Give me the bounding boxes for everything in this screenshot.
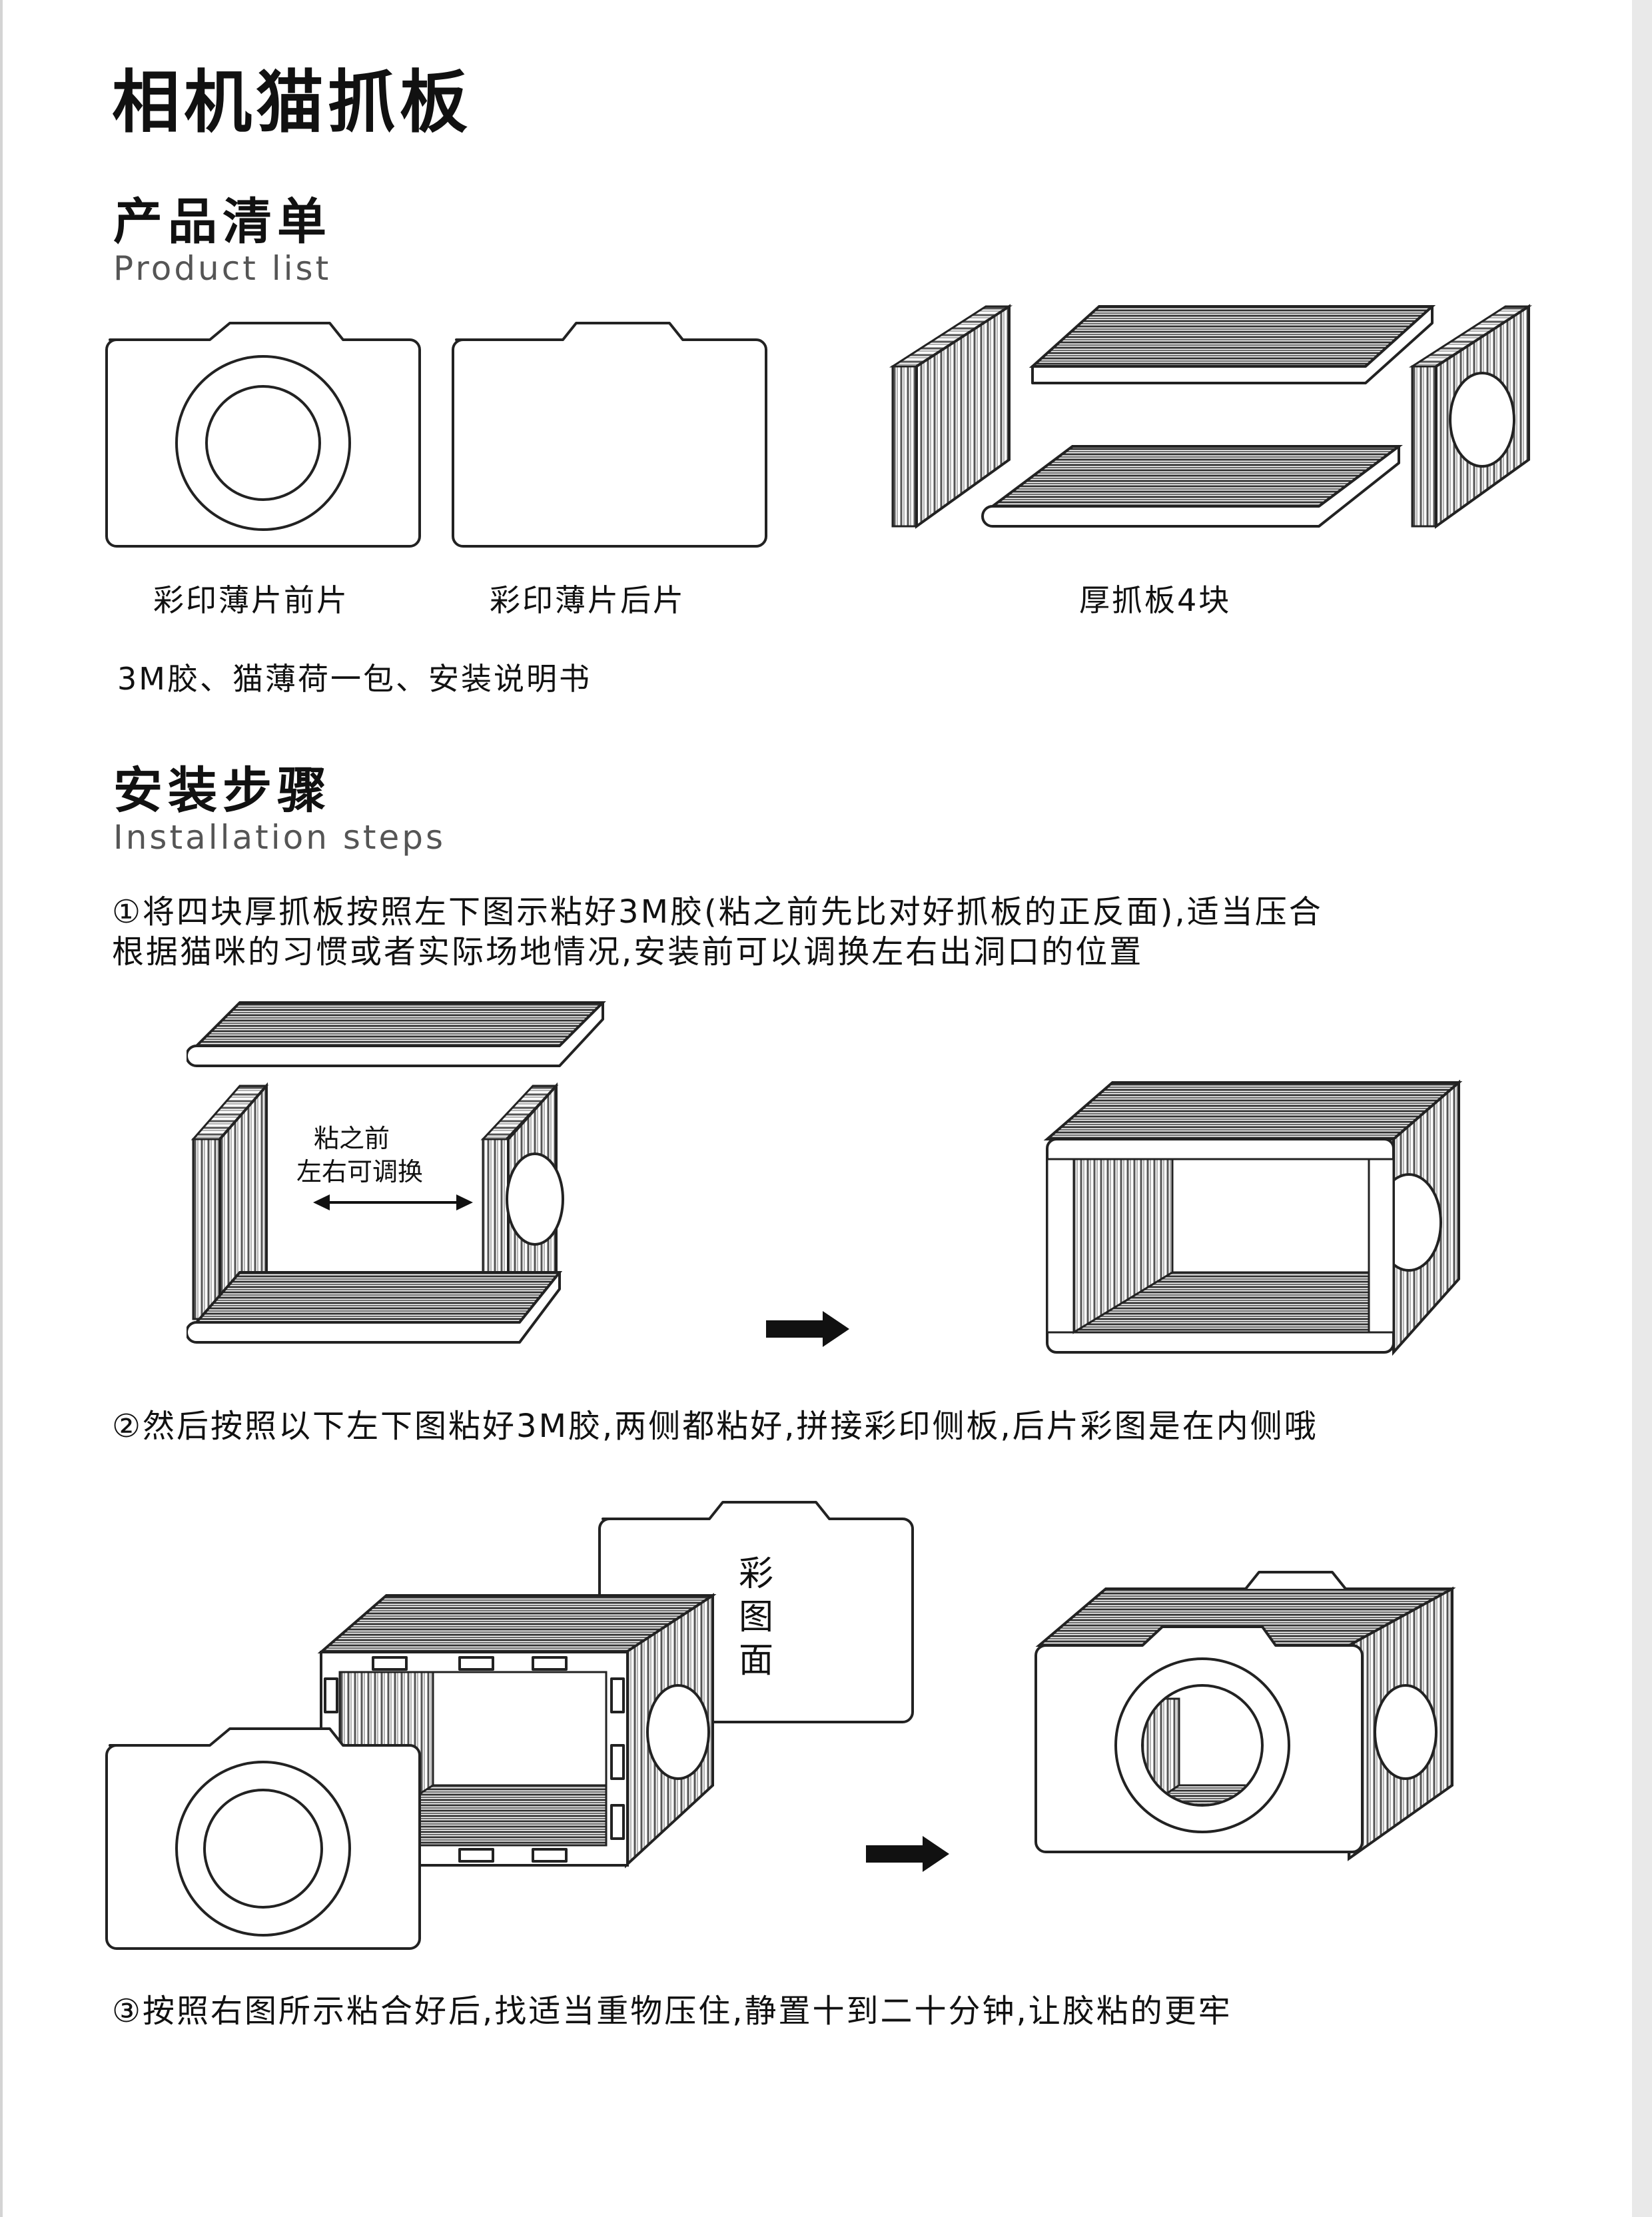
item-caption-back: 彩印薄片后片 xyxy=(490,582,685,618)
step2-text: ②然后按照以下左下图粘好3M胶,两侧都粘好,拼接彩印侧板,后片彩图是在内侧哦 xyxy=(112,1408,1318,1445)
installation-heading: 安装步骤 xyxy=(113,762,332,819)
step1-line2: 根据猫咪的习惯或者实际场地情况,安装前可以调换左右出洞口的位置 xyxy=(112,933,1144,971)
arrow-right-icon xyxy=(766,1311,849,1347)
item-caption-boards: 厚抓板4块 xyxy=(1079,582,1232,618)
camera-front-sheet-icon xyxy=(105,322,421,548)
product-list-heading: 产品清单 xyxy=(113,193,332,250)
step2-assembled-camera xyxy=(1034,1571,1456,1861)
back-sheet-label-char3: 面 xyxy=(739,1641,773,1681)
step1-exploded-diagram: 粘之前 左右可调换 xyxy=(187,1001,606,1344)
camera-front-sheet-step2-icon xyxy=(105,1727,421,1950)
installation-heading-en: Installation steps xyxy=(113,818,446,857)
step1-note-line2: 左右可调换 xyxy=(296,1157,423,1186)
step3-text: ③按照右图所示粘合好后,找适当重物压住,静置十到二十分钟,让胶粘的更牢 xyxy=(112,1993,1232,2030)
back-sheet-label-char1: 彩 xyxy=(739,1554,773,1594)
back-sheet-label-char2: 图 xyxy=(739,1597,773,1637)
item-caption-front: 彩印薄片前片 xyxy=(153,582,349,618)
step1-note-line1: 粘之前 xyxy=(314,1124,390,1153)
board-panels-icon xyxy=(889,304,1533,529)
step1-assembled-box xyxy=(1043,1079,1463,1356)
product-list-heading-en: Product list xyxy=(113,249,332,288)
page-title: 相机猫抓板 xyxy=(112,63,472,143)
extras-list: 3M胶、猫薄荷一包、安装说明书 xyxy=(117,661,592,697)
step1-line1: ①将四块厚抓板按照左下图示粘好3M胶(粘之前先比对好抓板的正反面),适当压合 xyxy=(112,893,1323,931)
camera-back-sheet-icon xyxy=(452,322,767,548)
arrow-right-icon xyxy=(866,1836,949,1872)
